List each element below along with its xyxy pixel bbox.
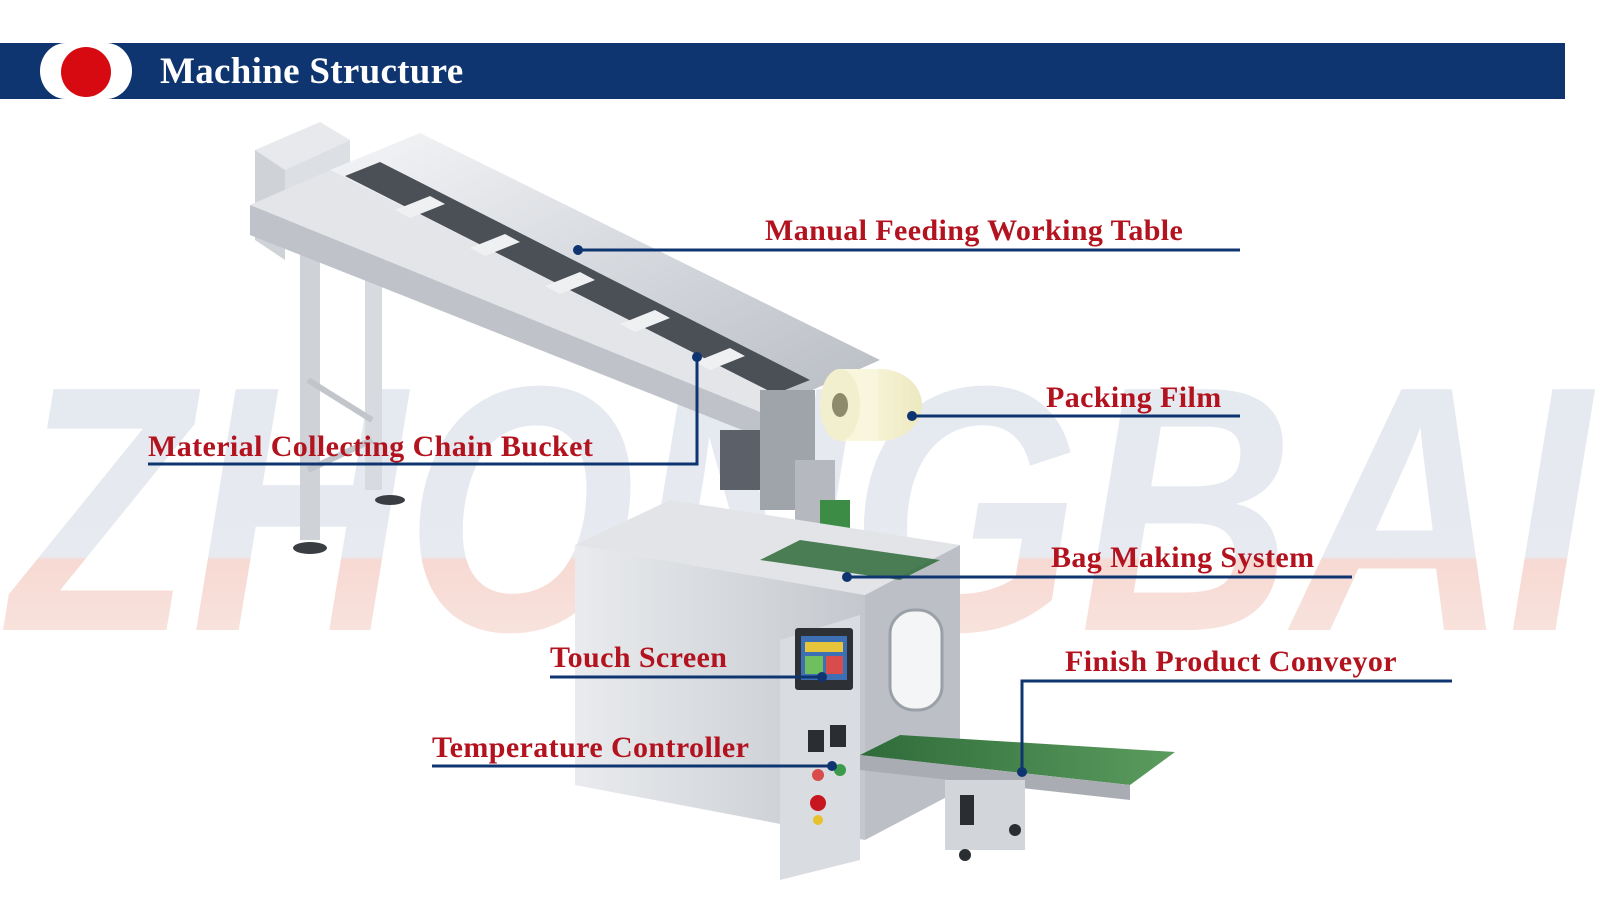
label-bag-making-system: Bag Making System [1051,541,1315,574]
label-chain-bucket: Material Collecting Chain Bucket [148,430,594,463]
label-packing-film: Packing Film [1046,381,1222,414]
label-finish-product-conveyor: Finish Product Conveyor [1065,645,1397,678]
former-mechanics [720,390,850,560]
main-cabinet [575,500,960,880]
label-temperature-controller: Temperature Controller [432,731,750,764]
packing-film-roll [820,369,922,441]
page-title: Machine Structure [160,51,464,92]
red-dot-icon [61,47,111,97]
feeding-table-legs [293,250,405,554]
label-manual-feeding-table: Manual Feeding Working Table [765,214,1184,247]
label-touch-screen: Touch Screen [550,641,728,674]
header-bar [0,43,1565,99]
